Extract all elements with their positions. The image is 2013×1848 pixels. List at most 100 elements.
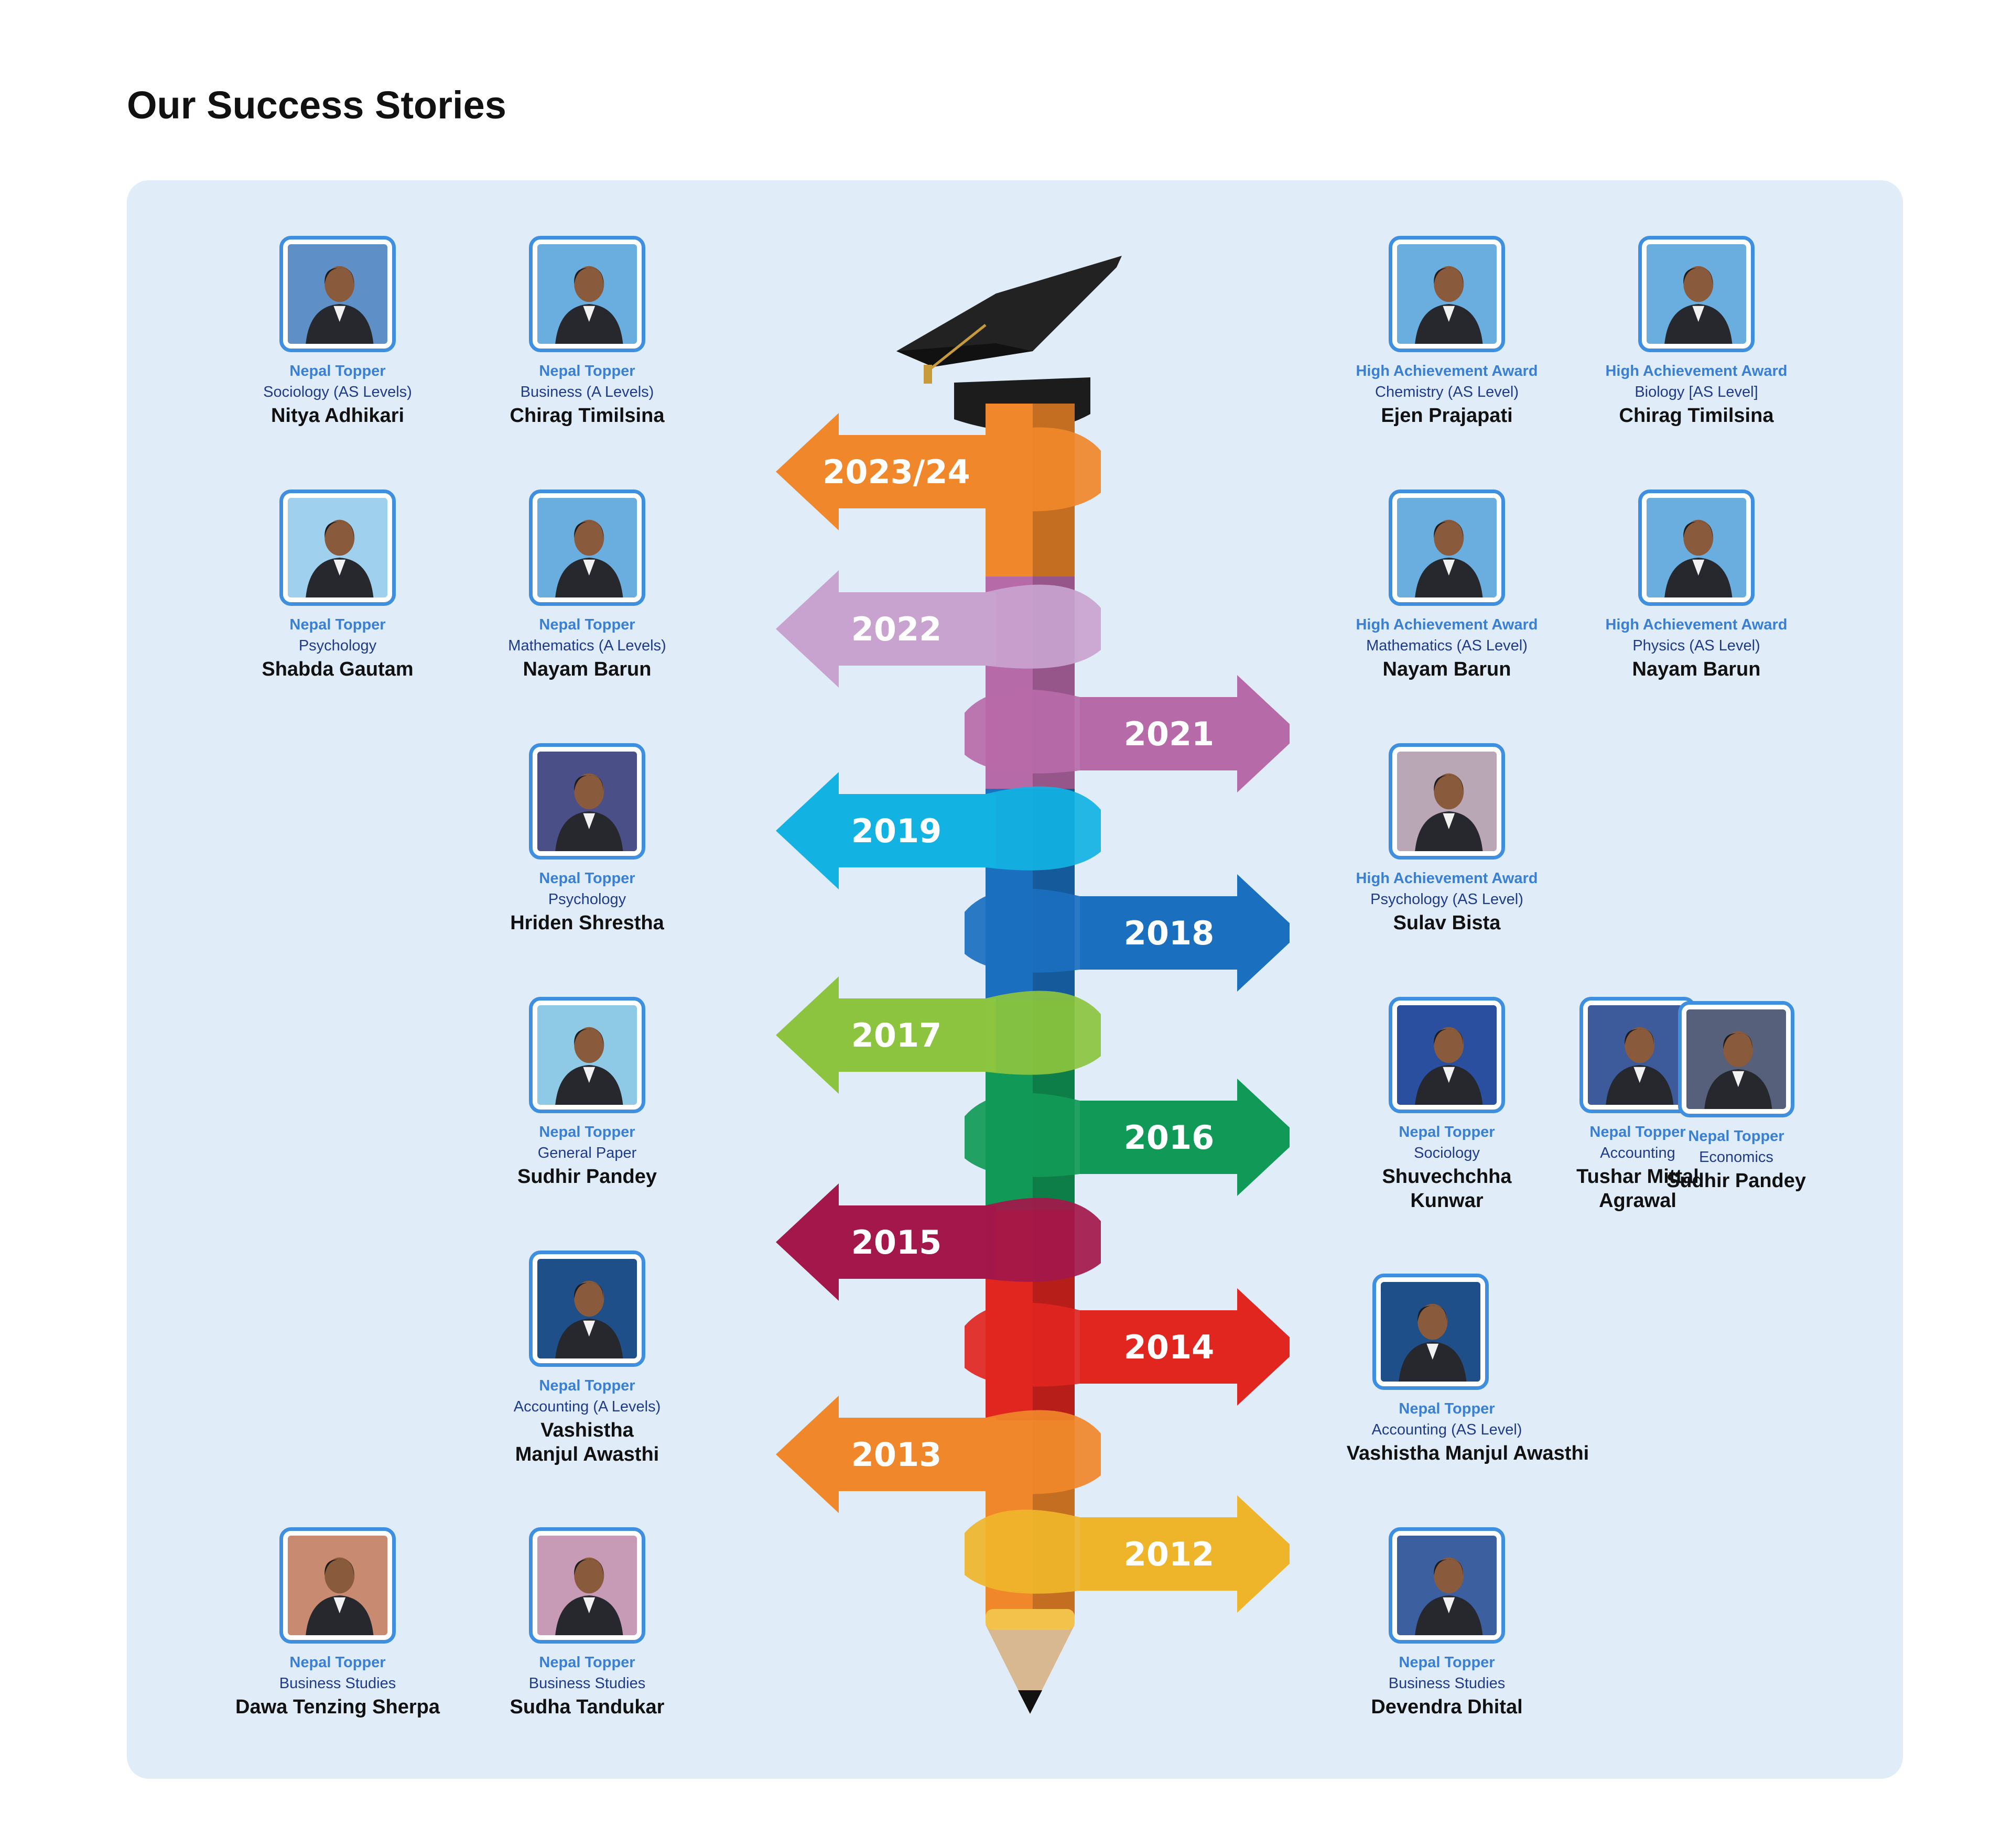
student-photo bbox=[537, 1536, 637, 1635]
story-card[interactable]: Nepal Topper Psychology Shabda Gautam bbox=[212, 490, 463, 681]
story-card[interactable]: Nepal Topper Sociology Shuvechchha Kunwa… bbox=[1321, 997, 1573, 1213]
award-subject: Business (A Levels) bbox=[520, 384, 654, 400]
award-title: Nepal Topper bbox=[289, 363, 386, 379]
student-name: Sulav Bista bbox=[1393, 912, 1501, 934]
student-photo bbox=[1397, 752, 1497, 851]
ribbon-wrap bbox=[986, 991, 1101, 1075]
award-title: High Achievement Award bbox=[1356, 363, 1538, 379]
student-photo-frame bbox=[1389, 1527, 1505, 1644]
award-title: Nepal Topper bbox=[1399, 1654, 1495, 1671]
year-label: 2013 bbox=[851, 1436, 942, 1474]
student-name: Hriden Shrestha bbox=[510, 912, 664, 934]
student-photo-frame bbox=[1372, 1274, 1489, 1390]
award-subject: Psychology bbox=[298, 637, 377, 654]
year-arrow-shape bbox=[1080, 1079, 1290, 1196]
student-photo-frame bbox=[1579, 997, 1696, 1113]
student-name: Nitya Adhikari bbox=[270, 405, 405, 427]
year-arrow: 2023/24 bbox=[776, 413, 1101, 530]
student-name: Sudha Tandukar bbox=[510, 1696, 665, 1718]
student-photo-frame bbox=[1389, 743, 1505, 860]
year-label: 2018 bbox=[1124, 914, 1215, 952]
story-card[interactable]: Nepal Topper Business (A Levels) Chirag … bbox=[461, 236, 713, 428]
award-subject: Sociology (AS Levels) bbox=[263, 384, 412, 400]
ribbon-wrap bbox=[986, 786, 1101, 871]
year-label: 2016 bbox=[1124, 1118, 1215, 1157]
story-card[interactable]: Nepal Topper Psychology Hriden Shrestha bbox=[461, 743, 713, 935]
student-photo-frame bbox=[279, 1527, 396, 1644]
story-card[interactable]: High Achievement Award Mathematics (AS L… bbox=[1321, 490, 1573, 681]
award-title: High Achievement Award bbox=[1605, 363, 1788, 379]
award-subject: Mathematics (AS Level) bbox=[1366, 637, 1528, 654]
story-card[interactable]: High Achievement Award Physics (AS Level… bbox=[1571, 490, 1822, 681]
student-photo bbox=[1647, 498, 1746, 597]
award-title: High Achievement Award bbox=[1356, 870, 1538, 887]
student-photo-frame bbox=[529, 997, 645, 1113]
story-card[interactable]: Nepal Topper Business Studies Sudha Tand… bbox=[461, 1527, 713, 1719]
student-name: Chirag Timilsina bbox=[1619, 405, 1774, 427]
student-photo-frame bbox=[529, 490, 645, 606]
ribbon-wrap bbox=[965, 689, 1080, 774]
year-label: 2017 bbox=[851, 1016, 942, 1055]
student-photo bbox=[1397, 1005, 1497, 1105]
student-photo bbox=[537, 1005, 637, 1105]
year-arrow-shape bbox=[1080, 675, 1290, 792]
story-card[interactable]: Nepal Topper Business Studies Dawa Tenzi… bbox=[212, 1527, 463, 1719]
student-photo-frame bbox=[1678, 1001, 1794, 1117]
year-label: 2019 bbox=[851, 812, 942, 850]
student-photo bbox=[288, 498, 387, 597]
award-subject: Accounting (A Levels) bbox=[513, 1398, 661, 1415]
ribbon-wrap bbox=[986, 427, 1101, 512]
student-name: Nayam Barun bbox=[523, 658, 652, 680]
story-card[interactable]: Nepal Topper Accounting (AS Level) Vashi… bbox=[1321, 1274, 1615, 1465]
student-photo bbox=[1381, 1282, 1480, 1382]
award-title: Nepal Topper bbox=[1589, 1124, 1686, 1140]
student-photo bbox=[288, 1536, 387, 1635]
award-title: Nepal Topper bbox=[539, 363, 635, 379]
page-title: Our Success Stories bbox=[127, 83, 506, 127]
award-subject: General Paper bbox=[537, 1145, 637, 1161]
story-card[interactable]: High Achievement Award Psychology (AS Le… bbox=[1321, 743, 1573, 935]
ribbon-wrap bbox=[986, 1410, 1101, 1494]
story-card[interactable]: Nepal Topper Accounting Tushar Mittal Ag… bbox=[1512, 997, 1763, 1213]
year-arrow: 2018 bbox=[965, 874, 1290, 992]
student-name: Sudhir Pandey bbox=[1666, 1170, 1806, 1192]
award-subject: Business Studies bbox=[528, 1675, 646, 1692]
student-name: Nayam Barun bbox=[1632, 658, 1761, 680]
award-title: Nepal Topper bbox=[1688, 1128, 1784, 1145]
student-photo bbox=[1397, 1536, 1497, 1635]
year-arrows: 2023/24202220212019201820172016201520142… bbox=[776, 413, 1290, 1613]
pencil-timeline: 2023/24202220212019201820172016201520142… bbox=[776, 256, 1290, 1714]
student-photo bbox=[1397, 244, 1497, 344]
story-card[interactable]: Nepal Topper Business Studies Devendra D… bbox=[1321, 1527, 1573, 1719]
story-card[interactable]: Nepal Topper General Paper Sudhir Pandey bbox=[461, 997, 713, 1189]
story-card[interactable]: Nepal Topper Mathematics (A Levels) Naya… bbox=[461, 490, 713, 681]
award-subject: Business Studies bbox=[1388, 1675, 1506, 1692]
year-label: 2021 bbox=[1124, 715, 1215, 753]
student-photo bbox=[1397, 498, 1497, 597]
ribbon-wrap bbox=[986, 1198, 1101, 1282]
pencil-tip bbox=[986, 1609, 1075, 1714]
year-arrow: 2022 bbox=[776, 570, 1101, 688]
award-subject: Biology [AS Level] bbox=[1635, 384, 1758, 400]
student-name: Sudhir Pandey bbox=[517, 1166, 657, 1188]
ribbon-wrap bbox=[986, 584, 1101, 669]
award-subject: Economics bbox=[1699, 1149, 1773, 1166]
year-arrow-shape bbox=[1080, 874, 1290, 992]
story-card[interactable]: Nepal Topper Accounting (A Levels) Vashi… bbox=[461, 1251, 713, 1466]
award-title: High Achievement Award bbox=[1605, 616, 1788, 633]
student-photo-frame bbox=[279, 490, 396, 606]
year-arrow-shape bbox=[776, 772, 996, 889]
story-card[interactable]: High Achievement Award Chemistry (AS Lev… bbox=[1321, 236, 1573, 428]
story-card[interactable]: High Achievement Award Biology [AS Level… bbox=[1571, 236, 1822, 428]
award-subject: Sociology bbox=[1414, 1145, 1480, 1161]
student-photo-frame bbox=[529, 1527, 645, 1644]
student-photo bbox=[537, 244, 637, 344]
student-name: Ejen Prajapati bbox=[1381, 405, 1513, 427]
story-card[interactable]: Nepal Topper Economics Sudhir Pandey bbox=[1642, 1001, 1831, 1193]
student-name: Nayam Barun bbox=[1382, 658, 1511, 680]
ribbon-wrap bbox=[965, 888, 1080, 973]
year-arrow: 2015 bbox=[776, 1183, 1101, 1301]
student-photo-frame bbox=[1638, 236, 1755, 352]
student-photo-frame bbox=[1389, 490, 1505, 606]
story-card[interactable]: Nepal Topper Sociology (AS Levels) Nitya… bbox=[212, 236, 463, 428]
